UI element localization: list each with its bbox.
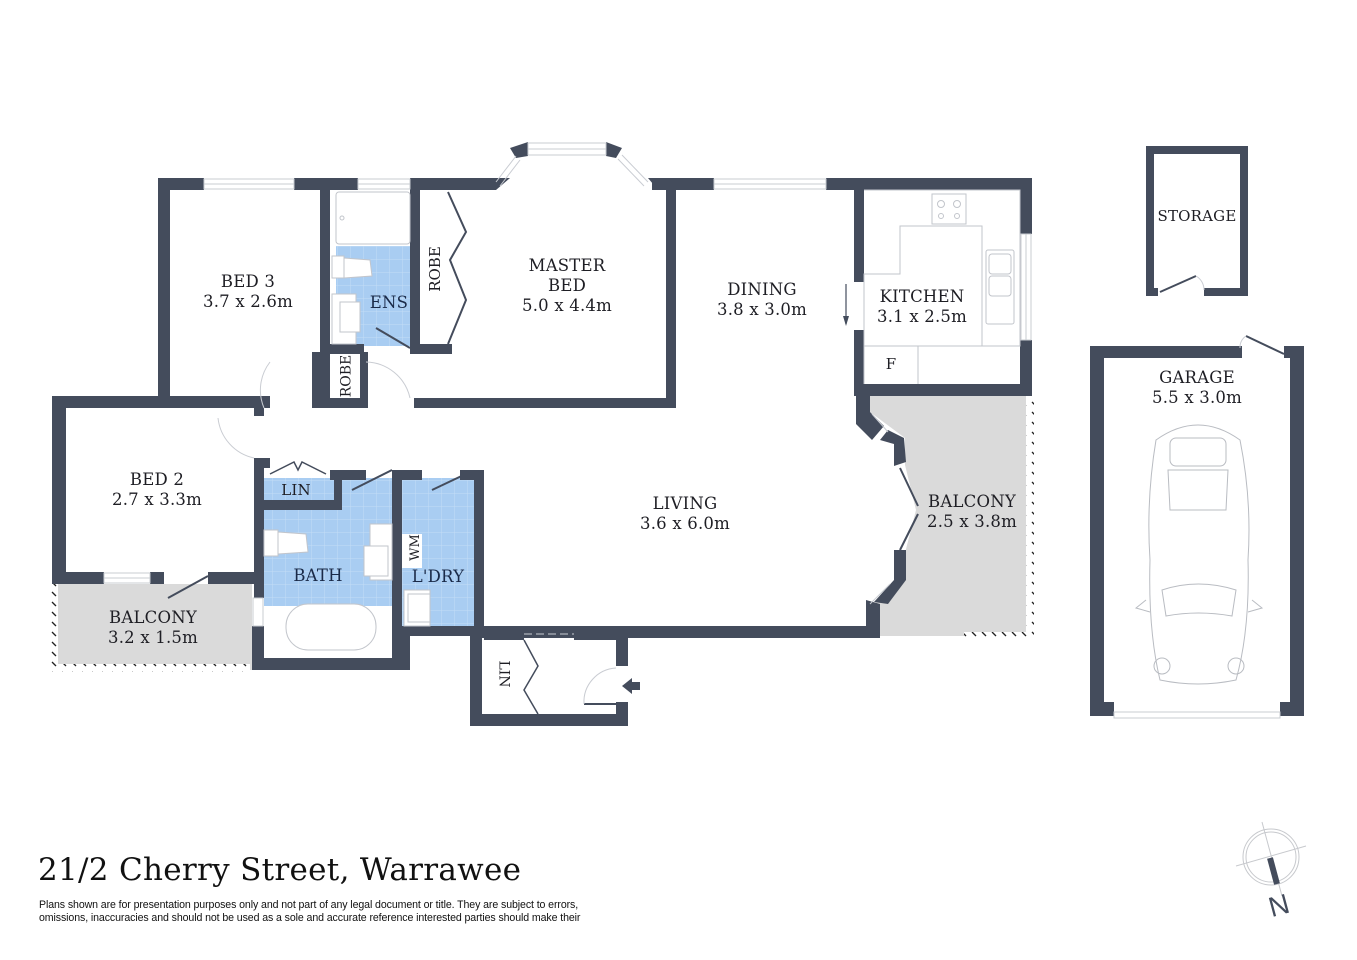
balcony-railings bbox=[50, 396, 1034, 672]
balcony-west-floor bbox=[56, 584, 252, 670]
room-master-bed: MASTER BED 5.0 x 4.4m bbox=[522, 256, 612, 316]
balcony-east-floor bbox=[870, 396, 1028, 636]
ensuite-toilet bbox=[331, 255, 345, 279]
washing-machine bbox=[402, 534, 422, 568]
room-bed2-size: 2.7 x 3.3m bbox=[112, 490, 202, 509]
compass-icon bbox=[1235, 821, 1307, 897]
fixtures bbox=[263, 189, 1264, 685]
room-ensuite-name: ENS bbox=[369, 293, 409, 312]
room-garage: GARAGE 5.5 x 3.0m bbox=[1152, 368, 1242, 408]
room-balcony-east-name: BALCONY bbox=[928, 492, 1016, 511]
room-master-bed-name-2: BED bbox=[548, 276, 586, 295]
room-kitchen-size: 3.1 x 2.5m bbox=[877, 307, 967, 326]
room-bed3-name: BED 3 bbox=[220, 272, 276, 291]
room-bed3: BED 3 3.7 x 2.6m bbox=[203, 272, 293, 312]
room-master-bed-size: 5.0 x 4.4m bbox=[522, 296, 612, 315]
room-living: LIVING 3.6 x 6.0m bbox=[640, 494, 730, 534]
room-dining: DINING 3.8 x 3.0m bbox=[717, 280, 807, 320]
windows bbox=[103, 142, 1281, 719]
room-bed3-size: 3.7 x 2.6m bbox=[203, 292, 293, 311]
door-swings bbox=[217, 275, 1247, 705]
room-linen-entry: LIN bbox=[495, 660, 512, 688]
kitchen-bench bbox=[863, 189, 1021, 347]
disclaimer-line-1: Plans shown are for presentation purpose… bbox=[39, 899, 579, 911]
room-balcony-west-name: BALCONY bbox=[109, 608, 197, 627]
room-linen-hall: LIN bbox=[281, 481, 311, 499]
room-dining-size: 3.8 x 3.0m bbox=[717, 300, 807, 319]
walls bbox=[52, 142, 1304, 726]
room-kitchen-name: KITCHEN bbox=[879, 287, 965, 306]
washing-machine-label: WM bbox=[407, 534, 423, 561]
room-balcony-west-size: 3.2 x 1.5m bbox=[108, 628, 198, 647]
room-robe-master: ROBE bbox=[425, 246, 444, 292]
disclaimer: Plans shown are for presentation purpose… bbox=[39, 899, 679, 925]
property-address: 21/2 Cherry Street, Warrawee bbox=[38, 852, 522, 888]
room-garage-size: 5.5 x 3.0m bbox=[1152, 388, 1242, 407]
room-bed2-name: BED 2 bbox=[129, 470, 185, 489]
bathtub bbox=[285, 603, 377, 651]
room-laundry-name: L'DRY bbox=[411, 567, 465, 586]
room-living-name: LIVING bbox=[652, 494, 718, 513]
room-robe-hall: ROBE bbox=[338, 354, 355, 398]
room-living-size: 3.6 x 6.0m bbox=[640, 514, 730, 533]
room-balcony-west: BALCONY 3.2 x 1.5m bbox=[108, 608, 198, 648]
room-kitchen: KITCHEN 3.1 x 2.5m bbox=[877, 287, 967, 327]
entry-arrow-icon bbox=[622, 678, 640, 694]
disclaimer-line-2: omissions, inaccuracies and should not b… bbox=[39, 912, 581, 924]
room-balcony-east-size: 2.5 x 3.8m bbox=[927, 512, 1017, 531]
bath-toilet bbox=[263, 529, 279, 557]
cooktop bbox=[931, 193, 967, 225]
room-bath-name: BATH bbox=[293, 566, 343, 585]
doors bbox=[167, 191, 1285, 715]
room-bed2: BED 2 2.7 x 3.3m bbox=[112, 470, 202, 510]
room-storage: STORAGE bbox=[1157, 207, 1237, 225]
room-dining-name: DINING bbox=[727, 280, 797, 299]
room-garage-name: GARAGE bbox=[1159, 368, 1235, 387]
shower bbox=[335, 191, 411, 245]
room-balcony-east: BALCONY 2.5 x 3.8m bbox=[927, 492, 1017, 532]
kitchen-fridge-label: F bbox=[885, 355, 897, 373]
car bbox=[1134, 424, 1264, 685]
room-master-bed-name-1: MASTER bbox=[528, 256, 606, 275]
